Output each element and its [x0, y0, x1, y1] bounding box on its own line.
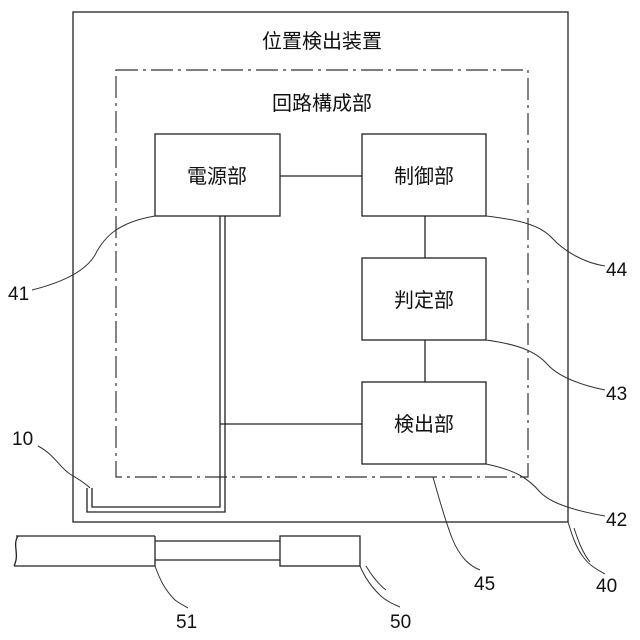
detect-unit-label: 検出部: [394, 412, 454, 436]
electrode-10: [87, 488, 225, 512]
ref-41: 41: [8, 284, 29, 305]
electrode-10-inner: [92, 488, 220, 507]
ref-45: 45: [474, 574, 495, 595]
judge-unit-label: 判定部: [394, 288, 454, 312]
leader-44: [486, 216, 605, 266]
leader-10: [38, 446, 90, 488]
power-unit-label: 電源部: [187, 164, 247, 188]
ref-42: 42: [606, 510, 627, 531]
leader-51: [155, 566, 188, 608]
ref-43: 43: [606, 384, 627, 405]
leader-40: [568, 522, 605, 574]
ref-40: 40: [596, 576, 617, 597]
ref-44: 44: [606, 260, 628, 281]
inner-title: 回路構成部: [272, 91, 372, 115]
ref-50: 50: [390, 612, 411, 633]
cable-left-break: [14, 536, 18, 566]
ref-51: 51: [176, 612, 197, 633]
leader-41: [32, 216, 155, 290]
outer-title: 位置検出装置: [262, 29, 382, 53]
ref-10: 10: [12, 429, 33, 450]
leader-43: [486, 340, 605, 390]
leader-42: [486, 464, 605, 516]
cable-right-block: [280, 536, 360, 566]
control-unit-label: 制御部: [394, 164, 454, 188]
leader-50: [360, 566, 400, 607]
position-detector-frame: [73, 12, 568, 522]
leader-45: [433, 477, 480, 570]
leader-50b: [366, 566, 386, 590]
